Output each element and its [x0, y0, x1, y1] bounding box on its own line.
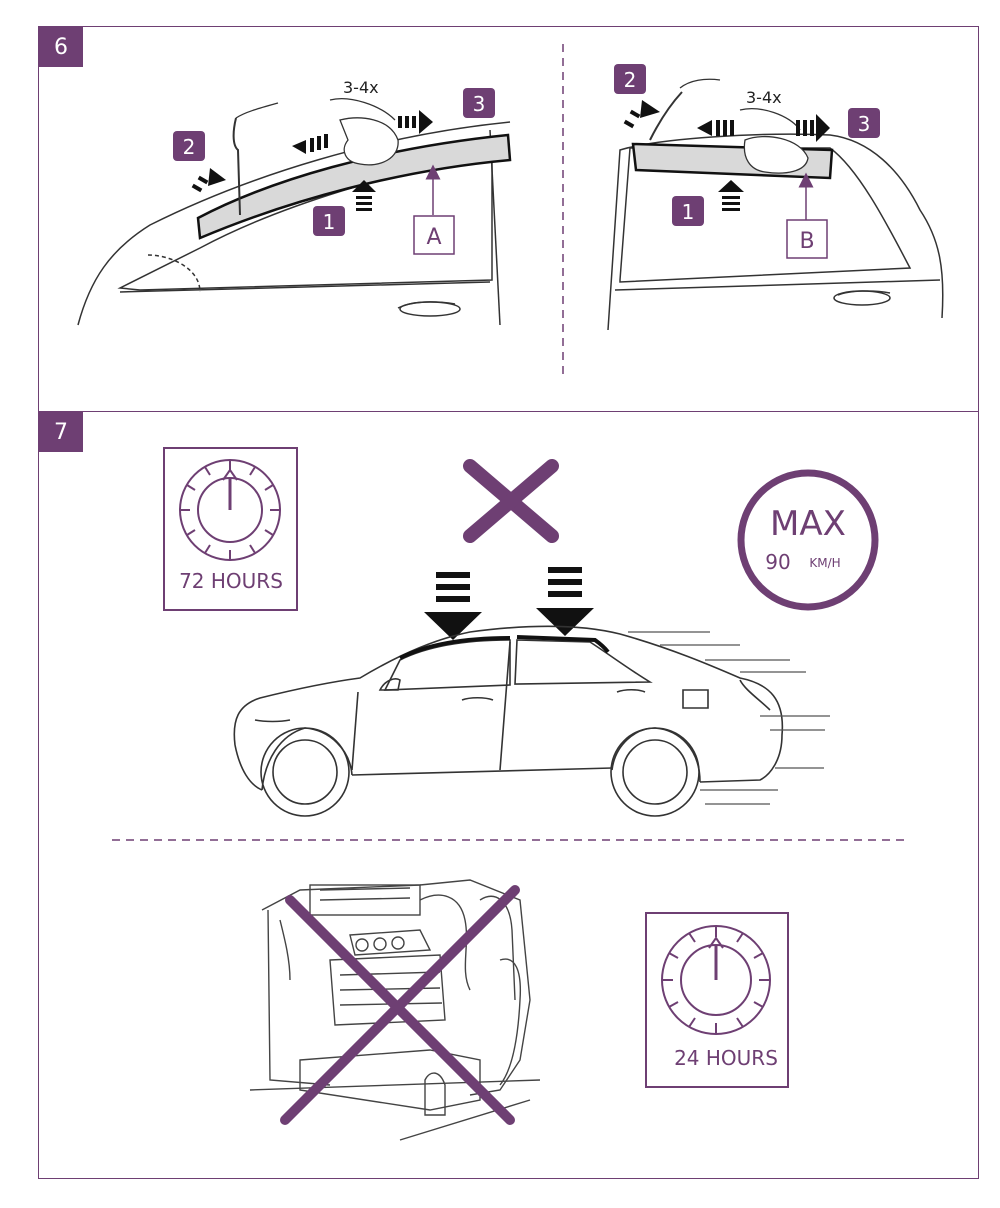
- timer-72-label: 72 HOURS: [179, 569, 283, 593]
- max-title: MAX: [770, 504, 846, 544]
- max-value: 90: [765, 550, 790, 574]
- sedan-deflector-front: [399, 636, 511, 660]
- badge-2-left: [173, 131, 205, 161]
- point-b-label: B: [799, 229, 814, 254]
- badge-3-right: [848, 108, 880, 138]
- hand-icon: [649, 78, 809, 174]
- step7-frame: [38, 411, 979, 1179]
- badge-3-left-label: 3: [473, 92, 486, 116]
- sedan-deflector-rear: [516, 635, 610, 654]
- car-wash-icon: [249, 879, 541, 1141]
- cross-icon: [463, 459, 559, 543]
- badge-3-left: [463, 88, 495, 118]
- point-b-box: [786, 219, 828, 259]
- max-unit: KM/H: [809, 556, 840, 570]
- clock-icon: [661, 925, 771, 1035]
- point-a-label: A: [426, 225, 441, 250]
- badge-2-right: [614, 64, 646, 94]
- down-arrow-icon: [623, 100, 830, 211]
- step7-number: 7: [39, 412, 83, 452]
- clock-icon: [179, 459, 281, 561]
- timer-24-box: [645, 912, 789, 1088]
- badge-3-right-label: 3: [858, 112, 871, 136]
- down-arrow-icon: [424, 567, 594, 640]
- sedan-drawing: [233, 625, 784, 817]
- timer-24-label: 24 HOURS: [674, 1046, 778, 1070]
- max-speed-sign: [737, 469, 879, 611]
- badge-1-right-label: 1: [682, 200, 695, 224]
- badge-2-right-label: 2: [624, 68, 637, 92]
- timer-72-box: [163, 447, 298, 611]
- repeat-label-left: 3-4x: [343, 78, 379, 97]
- badge-2-left-label: 2: [183, 135, 196, 159]
- step6-number: 6: [39, 27, 83, 67]
- repeat-label-right: 3-4x: [746, 88, 782, 107]
- badge-1-left: [313, 206, 345, 236]
- left-deflector: [196, 133, 512, 240]
- badge-1-right: [672, 196, 704, 226]
- speed-lines: [628, 631, 830, 805]
- down-arrow-icon: [191, 110, 433, 211]
- cross-icon: [280, 885, 520, 1125]
- hand-icon: [232, 98, 399, 216]
- badge-1-left-label: 1: [323, 210, 336, 234]
- point-a-box: [413, 215, 455, 255]
